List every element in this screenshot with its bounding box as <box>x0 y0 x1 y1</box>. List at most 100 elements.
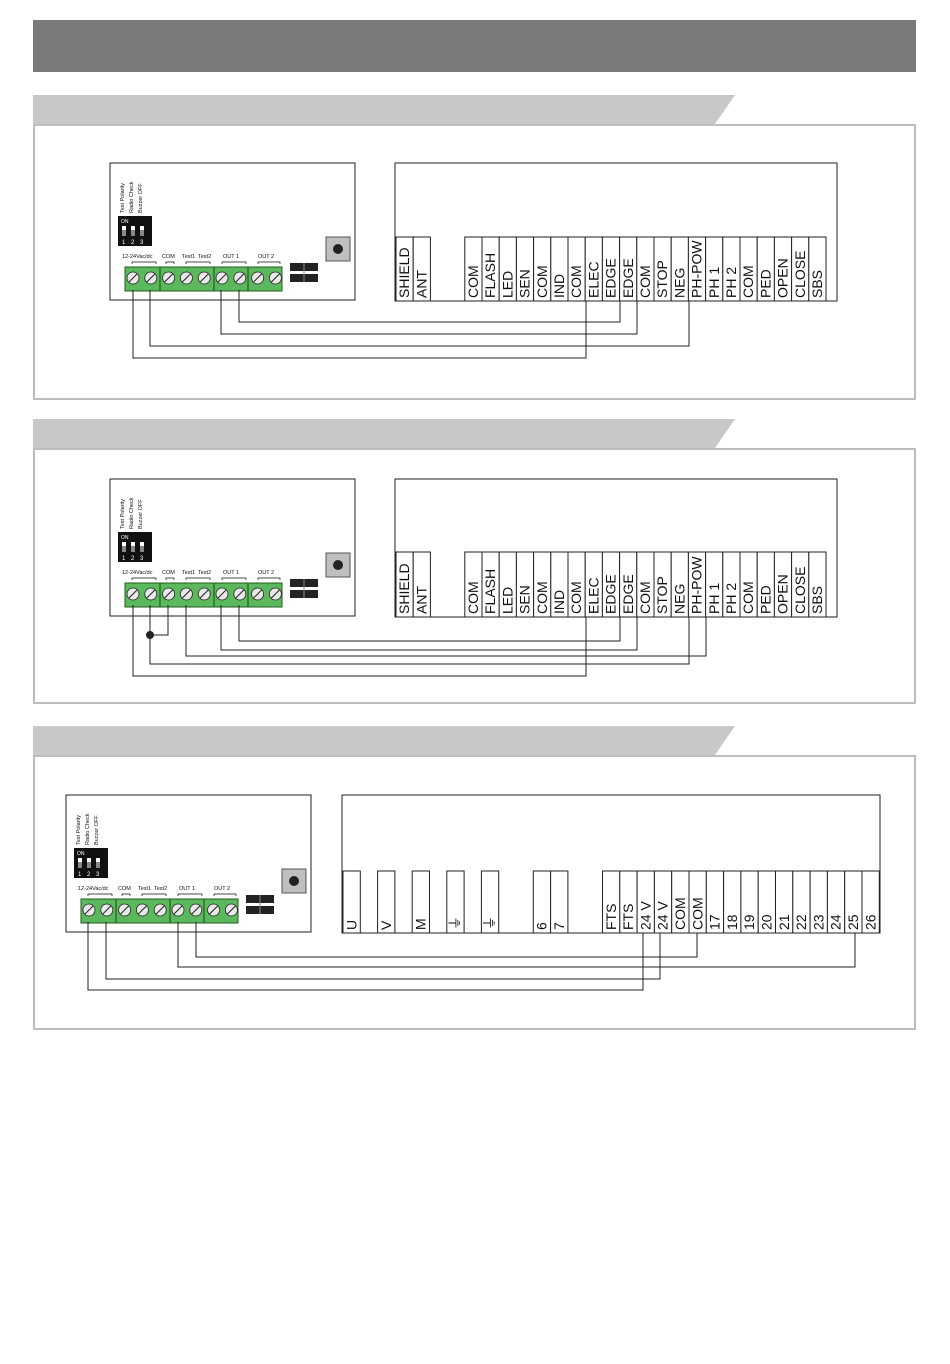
dip-number: 2 <box>87 872 91 878</box>
panel-terminal[interactable] <box>411 870 431 934</box>
wire <box>150 605 169 636</box>
dip-lever[interactable] <box>140 542 144 552</box>
dip-label: Radio Check <box>129 497 135 529</box>
dip-lever[interactable] <box>96 858 100 868</box>
wiring-1 <box>132 290 690 359</box>
wire <box>220 605 638 651</box>
terminal-bracket <box>213 893 237 896</box>
dip-lever[interactable] <box>131 226 135 236</box>
wire <box>87 922 644 991</box>
screw-slot <box>217 589 227 599</box>
panel-terminal[interactable] <box>412 551 431 618</box>
panel-terminal[interactable] <box>480 870 500 934</box>
panel-terminal-label: 21 <box>776 914 792 930</box>
panel-terminal-label: 6 <box>534 922 550 930</box>
screw-slot <box>146 589 156 599</box>
panel-terminal-label: 19 <box>741 914 757 930</box>
dip-label: Test Polarity <box>76 815 82 845</box>
terminal-group-label: OUT 2 <box>258 254 274 260</box>
dip-lever-knob <box>122 542 126 546</box>
panel-terminal-label: PED <box>757 269 773 298</box>
dip-lever[interactable] <box>78 858 82 868</box>
panel-terminal-label: ANT <box>413 270 429 298</box>
screw-slot <box>164 273 173 283</box>
panel-terminal[interactable] <box>446 870 465 934</box>
dip-lever-knob <box>87 858 91 862</box>
panel-terminal-label: CLOSE <box>792 567 808 614</box>
terminal-group-label: COM <box>118 886 131 892</box>
terminal-bracket <box>131 577 157 580</box>
terminal-group-label: OUT 2 <box>258 570 274 576</box>
panel-terminal-label: ⏚ <box>447 916 463 930</box>
dip-label: Buzzer OFF <box>138 499 144 529</box>
terminal-group-label: Test2 <box>198 570 211 576</box>
panel-terminal[interactable] <box>342 870 361 934</box>
panel-terminal-label: M <box>413 918 429 930</box>
panel-terminal[interactable] <box>808 236 827 302</box>
dip-label: Test Polarity <box>120 499 126 529</box>
section-tab <box>33 419 735 448</box>
terminal-bracket <box>141 893 167 896</box>
panel-terminal[interactable] <box>861 870 880 934</box>
wire <box>149 290 690 347</box>
dip-lever[interactable] <box>122 542 126 552</box>
panel-terminal-label: PH-POW <box>689 556 705 614</box>
terminal-bracket <box>87 893 113 896</box>
dip-number: 3 <box>96 872 100 878</box>
dip-lever-knob <box>131 542 135 546</box>
panel-terminal-label: LED <box>499 587 515 614</box>
panel-terminal-label: 24 <box>828 914 844 930</box>
dip-number: 1 <box>122 240 126 246</box>
screw-slot <box>209 905 218 915</box>
screw-slot <box>271 273 280 283</box>
dip-number: 1 <box>122 556 126 562</box>
panel-terminal-label: FLASH <box>482 253 498 298</box>
panel-terminal-label: LED <box>499 271 515 298</box>
panel-terminal[interactable] <box>377 870 396 934</box>
dip-on-label: ON <box>121 219 129 225</box>
screw-slot <box>120 905 129 915</box>
screw-slot <box>227 905 236 915</box>
dip-label: Buzzer OFF <box>138 183 144 213</box>
screw-slot <box>191 905 201 915</box>
panel-terminal-label: COM <box>637 581 653 614</box>
panel-terminal-label: IND <box>551 590 567 614</box>
dip-lever[interactable] <box>131 542 135 552</box>
dip-lever-knob <box>131 226 135 230</box>
dip-label: Buzzer OFF <box>94 815 100 845</box>
dip-lever[interactable] <box>122 226 126 236</box>
panel-terminal[interactable] <box>808 551 827 618</box>
panel-terminal-label: ELEC <box>585 577 601 614</box>
dip-number: 3 <box>140 240 144 246</box>
panel-terminal-label: IND <box>551 274 567 298</box>
screw-slot <box>173 905 183 915</box>
panel-terminal-label: PH-POW <box>689 240 705 298</box>
panel-terminal-label: OPEN <box>775 258 791 298</box>
dip-on-label: ON <box>121 535 129 541</box>
dip-lever[interactable] <box>140 226 144 236</box>
wire <box>132 605 587 677</box>
panel-terminal-label: PH 2 <box>723 267 739 298</box>
panel-terminal[interactable] <box>550 870 569 934</box>
terminal-group-label: Test2 <box>198 254 211 260</box>
screw-slot <box>84 905 94 915</box>
terminal-group-label: COM <box>162 254 175 260</box>
panel-terminal-label: PH 2 <box>723 583 739 614</box>
screw-slot <box>235 273 245 283</box>
terminal-bracket <box>165 261 175 264</box>
dip-number: 2 <box>131 240 135 246</box>
screw-slot <box>128 273 138 283</box>
screw-slot <box>217 273 227 283</box>
wire <box>185 605 707 657</box>
wire <box>105 922 661 980</box>
dip-lever[interactable] <box>87 858 91 868</box>
panel-terminal-label: PED <box>757 585 773 614</box>
panel-terminal-label: COM <box>534 581 550 614</box>
panel-terminal-label: FLASH <box>482 569 498 614</box>
screw-slot <box>199 589 209 599</box>
panel-terminal[interactable] <box>412 236 431 302</box>
section-3 <box>33 726 916 1030</box>
panel-terminal-label: COM <box>534 265 550 298</box>
